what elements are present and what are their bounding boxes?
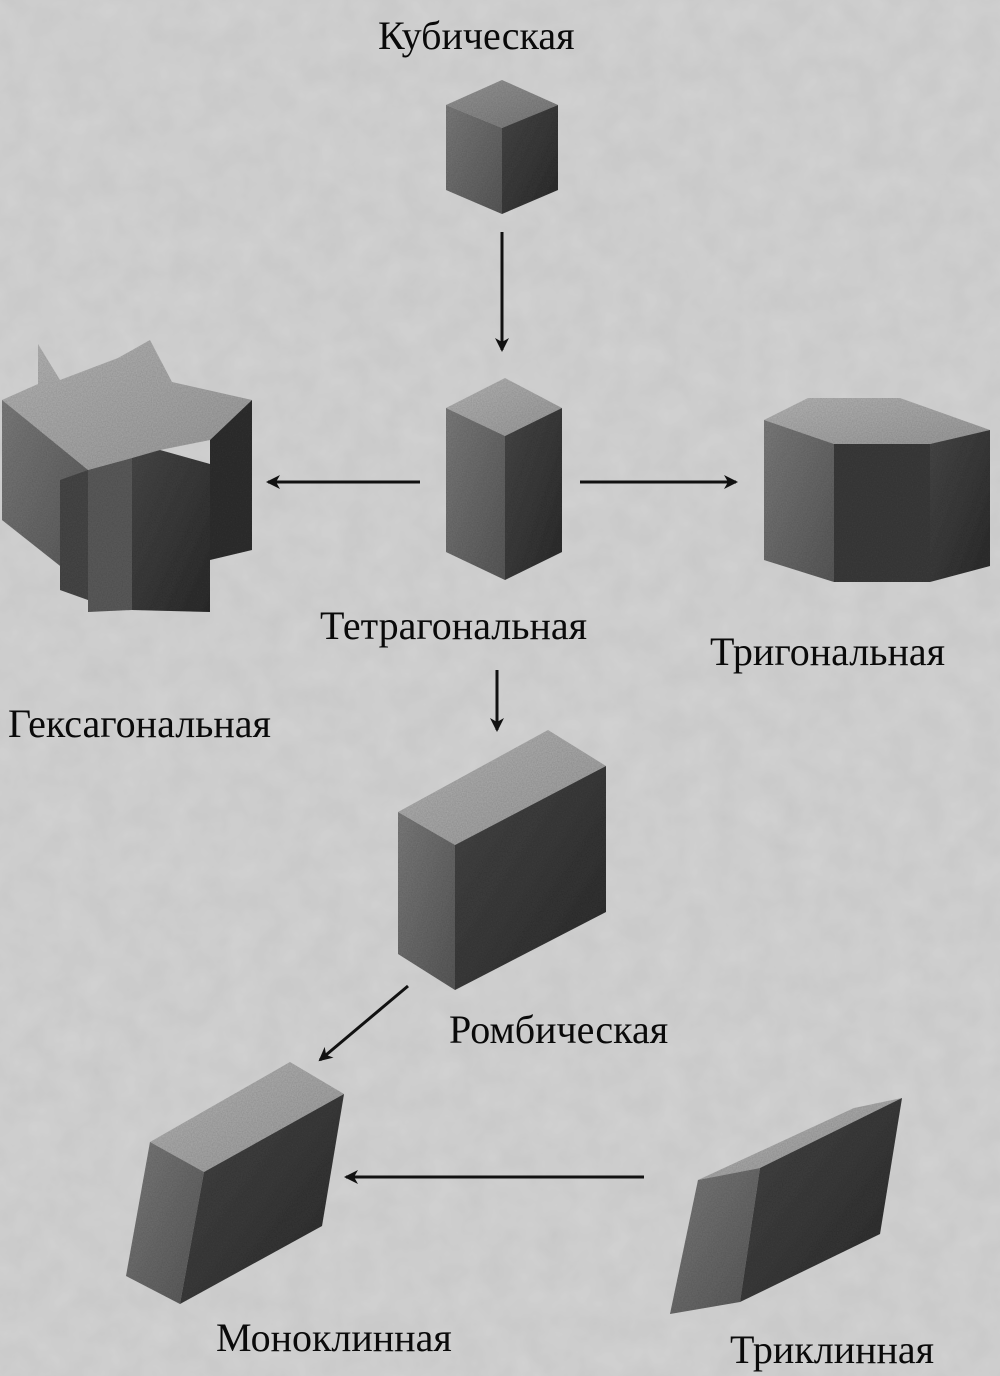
triclinic-crystal xyxy=(670,1098,902,1314)
label-triclinic: Триклинная xyxy=(730,1327,935,1372)
rhombic-crystal xyxy=(398,730,606,990)
label-hexagonal: Гексагональная xyxy=(8,701,271,746)
cubic-crystal xyxy=(446,80,558,214)
label-rhombic: Ромбическая xyxy=(449,1007,669,1052)
monoclinic-crystal xyxy=(126,1062,344,1304)
arrow-rhombic-to-monoclinic xyxy=(318,984,409,1062)
label-tetragonal: Тетрагональная xyxy=(320,603,588,648)
label-cubic: Кубическая xyxy=(378,13,575,58)
trigonal-crystal xyxy=(764,398,990,582)
tetragonal-crystal xyxy=(446,378,562,580)
hexagonal-crystal xyxy=(2,340,252,612)
label-monoclinic: Моноклинная xyxy=(216,1315,452,1360)
label-trigonal: Тригональная xyxy=(710,629,945,674)
